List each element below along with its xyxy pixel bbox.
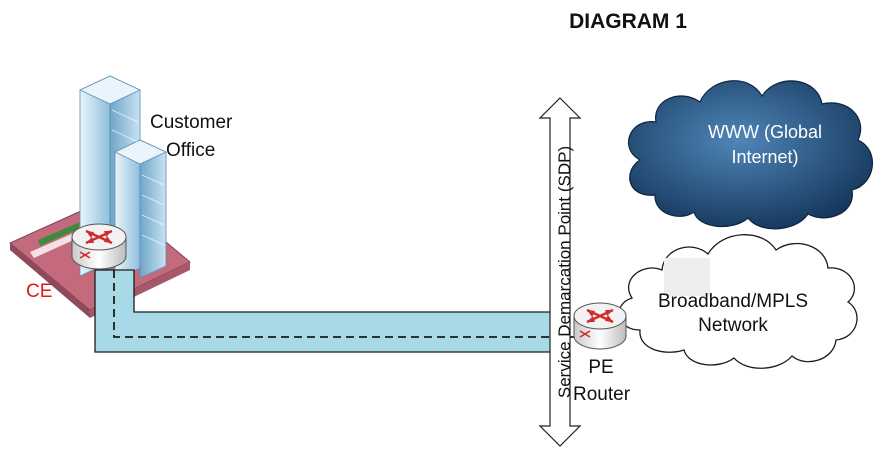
customer-office-building — [9, 75, 191, 318]
diagram-title: DIAGRAM 1 — [569, 10, 687, 33]
customer-office-label-line2: Office — [166, 140, 216, 161]
network-label-line1: Broadband/MPLS — [658, 291, 808, 312]
label-mask — [664, 258, 710, 296]
circuit-path-dashed — [113, 270, 588, 338]
internet-label-line1: WWW (Global — [708, 122, 822, 142]
internet-cloud-icon — [628, 80, 873, 230]
pe-label-line1: PE — [588, 357, 614, 378]
customer-office-label-line1: Customer — [150, 112, 233, 133]
ce-label: CE — [26, 281, 53, 302]
pe-label-line2: Router — [573, 384, 631, 405]
network-label-line2: Network — [698, 315, 768, 336]
internet-label-line2: Internet) — [731, 147, 799, 167]
sdp-double-arrow-icon — [538, 97, 582, 447]
access-circuit — [94, 269, 561, 353]
ce-router-icon — [71, 223, 127, 270]
pe-router-icon — [573, 302, 627, 350]
